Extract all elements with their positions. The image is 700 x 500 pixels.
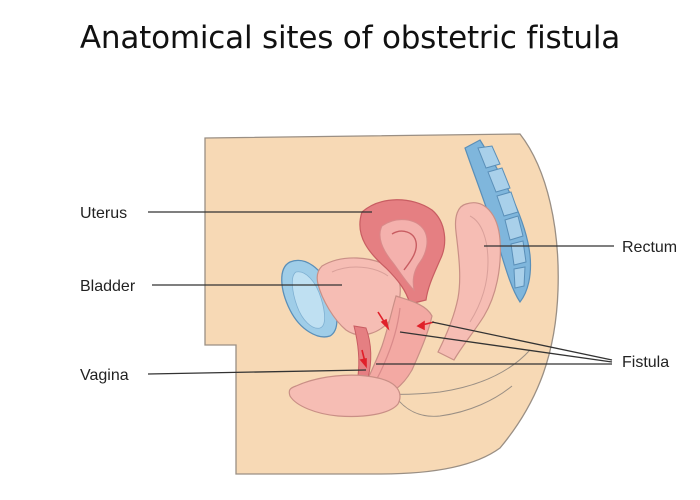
vertebra-4 bbox=[504, 215, 524, 241]
leader-fistula-1 bbox=[431, 321, 613, 361]
vertebra-1 bbox=[477, 145, 501, 169]
arrowhead-vesicovaginal bbox=[380, 318, 390, 331]
vertebra-2 bbox=[487, 167, 511, 193]
perineum-contour bbox=[394, 385, 513, 417]
vertebra-segments bbox=[477, 145, 527, 289]
label-rectum: Rectum bbox=[622, 239, 677, 256]
leader-lines bbox=[147, 211, 614, 375]
leader-vagina bbox=[147, 369, 367, 375]
fistula-arrows bbox=[359, 311, 435, 369]
arrowhead-rectovaginal bbox=[416, 320, 425, 331]
diagram-title: Anatomical sites of obstetric fistula bbox=[79, 20, 621, 56]
rectum-inner-wall bbox=[469, 215, 489, 323]
labia bbox=[288, 374, 401, 418]
label-bladder: Bladder bbox=[80, 278, 136, 295]
rectum-organ bbox=[437, 202, 501, 361]
arrowhead-urethrovaginal bbox=[359, 358, 367, 369]
uterus-cavity bbox=[379, 219, 428, 292]
bladder-inner-wall bbox=[331, 266, 389, 277]
label-fistula: Fistula bbox=[622, 354, 669, 371]
label-uterus: Uterus bbox=[80, 205, 127, 222]
vertebra-3 bbox=[496, 191, 519, 217]
vertebra-5 bbox=[510, 240, 527, 266]
leader-fistula-2 bbox=[399, 331, 613, 363]
vertebra-6 bbox=[513, 266, 526, 289]
uterus-fold bbox=[391, 230, 418, 271]
label-vagina: Vagina bbox=[80, 367, 129, 384]
